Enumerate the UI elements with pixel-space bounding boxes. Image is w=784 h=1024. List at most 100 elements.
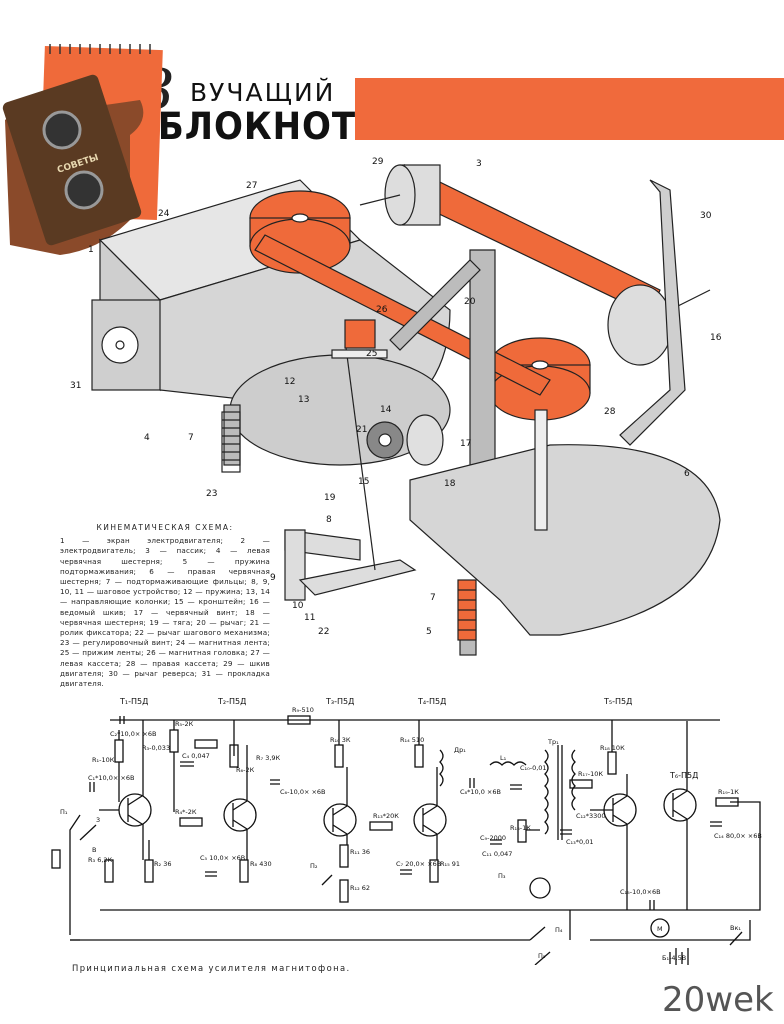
- svg-text:8: 8: [326, 515, 332, 525]
- transistor-icon: [413, 803, 447, 837]
- svg-text:T₂-П5Д: T₂-П5Д: [217, 697, 246, 706]
- switch-icon: [729, 931, 743, 946]
- svg-text:12: 12: [284, 377, 295, 387]
- svg-text:C₄ 0,047: C₄ 0,047: [182, 752, 210, 760]
- svg-text:21: 21: [356, 425, 367, 435]
- svg-text:7: 7: [188, 433, 194, 443]
- svg-text:1: 1: [88, 245, 94, 255]
- svg-text:28: 28: [604, 407, 616, 417]
- svg-text:31: 31: [70, 381, 81, 391]
- notebook-photo: СОВЕТЫ: [2, 44, 163, 255]
- svg-text:Др₁: Др₁: [454, 746, 466, 754]
- svg-text:22: 22: [318, 627, 329, 637]
- svg-text:П₃: П₃: [498, 872, 506, 880]
- svg-text:C₇ 20,0× ×6В: C₇ 20,0× ×6В: [396, 860, 441, 868]
- svg-text:R₃-0,033: R₃-0,033: [142, 744, 170, 752]
- switch-icon: [534, 951, 551, 965]
- motor-icon: [650, 918, 670, 938]
- svg-text:П₂: П₂: [310, 862, 318, 870]
- svg-text:П₄: П₄: [555, 926, 563, 934]
- transistor-icon: [663, 788, 697, 822]
- title-line-2: «БЛОКНОТ»: [135, 105, 379, 148]
- title-line-1: ВУЧАЩИЙ: [190, 78, 336, 107]
- capacitor-icon: [89, 716, 722, 910]
- kinematic-legend: КИНЕМАТИЧЕСКАЯ СХЕМА: 1 — экран электрод…: [60, 523, 270, 689]
- svg-text:23: 23: [206, 489, 217, 499]
- choke-icon: [439, 749, 444, 787]
- brake-spring-icon: [457, 579, 477, 641]
- svg-text:3: 3: [96, 816, 100, 824]
- svg-text:C₁₅-10,0×6В: C₁₅-10,0×6В: [620, 888, 661, 896]
- svg-text:T₁-П5Д: T₁-П5Д: [119, 697, 148, 706]
- record-head-icon: [529, 877, 551, 899]
- svg-text:R₂ 36: R₂ 36: [154, 860, 171, 868]
- legend-heading: КИНЕМАТИЧЕСКАЯ СХЕМА:: [96, 523, 234, 532]
- legend-text: 1 — экран электродвигателя; 2 — электрод…: [60, 536, 270, 689]
- svg-text:29: 29: [372, 157, 384, 167]
- svg-text:R₁₀ 3К: R₁₀ 3К: [330, 736, 351, 744]
- switch-position-labels: 3 В: [92, 816, 100, 854]
- watermark: 20wek: [662, 980, 774, 1020]
- magnetic-head: [344, 319, 376, 349]
- schematic-caption: Принципиальная схема усилителя магнитофо…: [72, 963, 351, 973]
- svg-text:15: 15: [358, 477, 369, 487]
- svg-text:25: 25: [366, 349, 377, 359]
- svg-text:R₇ 3,9К: R₇ 3,9К: [256, 754, 281, 762]
- svg-text:24: 24: [158, 209, 170, 219]
- svg-text:L₁: L₁: [500, 754, 507, 762]
- right-worm-gear: [409, 444, 721, 636]
- svg-text:C₆-10,0× ×6В: C₆-10,0× ×6В: [280, 788, 326, 796]
- transistor-icon: [323, 803, 357, 837]
- reel-icon: [64, 170, 104, 210]
- svg-text:R₁₉-1К: R₁₉-1К: [718, 788, 739, 796]
- transistor-icon: [118, 793, 152, 827]
- svg-text:T₅-П5Д: T₅-П5Д: [603, 697, 632, 706]
- svg-text:C₁₃*0,01: C₁₃*0,01: [566, 838, 593, 846]
- svg-text:Тр₁: Тр₁: [547, 738, 559, 746]
- svg-text:17: 17: [460, 439, 471, 449]
- reverse-lever: [619, 179, 686, 446]
- microphone-icon: [51, 849, 61, 869]
- svg-text:3: 3: [476, 159, 482, 169]
- svg-text:7: 7: [430, 593, 436, 603]
- inductor-icon: [489, 761, 527, 766]
- svg-text:Б₁-4,5В: Б₁-4,5В: [662, 954, 686, 962]
- svg-text:R₆-2К: R₆-2К: [236, 766, 255, 774]
- svg-text:R₈ 430: R₈ 430: [250, 860, 272, 868]
- svg-text:4: 4: [144, 433, 150, 443]
- driven-pulley: [607, 284, 673, 366]
- svg-text:В: В: [92, 846, 96, 854]
- component-labels: C₂*10,0× ×6В R₅-2К C₄ 0,047 R₇ 3,9К R₉-5…: [60, 706, 762, 962]
- svg-text:C₁₄ 80,0× ×6В: C₁₄ 80,0× ×6В: [714, 832, 762, 840]
- svg-text:30: 30: [700, 211, 712, 221]
- svg-text:R₁-10К: R₁-10К: [92, 756, 115, 764]
- svg-text:6: 6: [684, 469, 690, 479]
- svg-text:5: 5: [426, 627, 432, 637]
- svg-text:R₁₄ 510: R₁₄ 510: [400, 736, 424, 744]
- transistor-icon: [223, 798, 257, 832]
- switch-icon: [529, 926, 546, 941]
- svg-text:C₁₀-0,01: C₁₀-0,01: [520, 764, 547, 772]
- worm-screw: [406, 414, 444, 466]
- svg-text:П₁: П₁: [60, 808, 68, 816]
- svg-text:C₂*10,0× ×6В: C₂*10,0× ×6В: [110, 730, 156, 738]
- svg-text:20: 20: [464, 297, 476, 307]
- svg-text:R₁₆-1К: R₁₆-1К: [510, 824, 531, 832]
- svg-text:C₁₁ 0,047: C₁₁ 0,047: [482, 850, 512, 858]
- svg-text:R₁₅ 91: R₁₅ 91: [440, 860, 460, 868]
- svg-text:R₅-2К: R₅-2К: [175, 720, 194, 728]
- switch-icon: [79, 824, 97, 841]
- amplifier-schematic: T₁-П5Д T₂-П5Д T₃-П5Д T₄-П5Д T₅-П5Д T₆-П5…: [51, 697, 762, 965]
- svg-text:R₄*-2К: R₄*-2К: [175, 808, 197, 816]
- svg-text:R₁₇-10К: R₁₇-10К: [578, 770, 603, 778]
- battery-icon: [669, 948, 689, 965]
- svg-text:R₁₁ 36: R₁₁ 36: [350, 848, 370, 856]
- svg-text:T₃-П5Д: T₃-П5Д: [325, 697, 354, 706]
- svg-text:C₈*10,0 ×6В: C₈*10,0 ×6В: [460, 788, 501, 796]
- transformer-icon: [544, 749, 549, 835]
- svg-text:27: 27: [246, 181, 257, 191]
- svg-text:R₁₂ 62: R₁₂ 62: [350, 884, 370, 892]
- svg-text:T₄-П5Д: T₄-П5Д: [417, 697, 446, 706]
- transistor-labels: T₁-П5Д T₂-П5Д T₃-П5Д T₄-П5Д T₅-П5Д T₆-П5…: [119, 697, 698, 780]
- svg-text:9: 9: [270, 573, 276, 583]
